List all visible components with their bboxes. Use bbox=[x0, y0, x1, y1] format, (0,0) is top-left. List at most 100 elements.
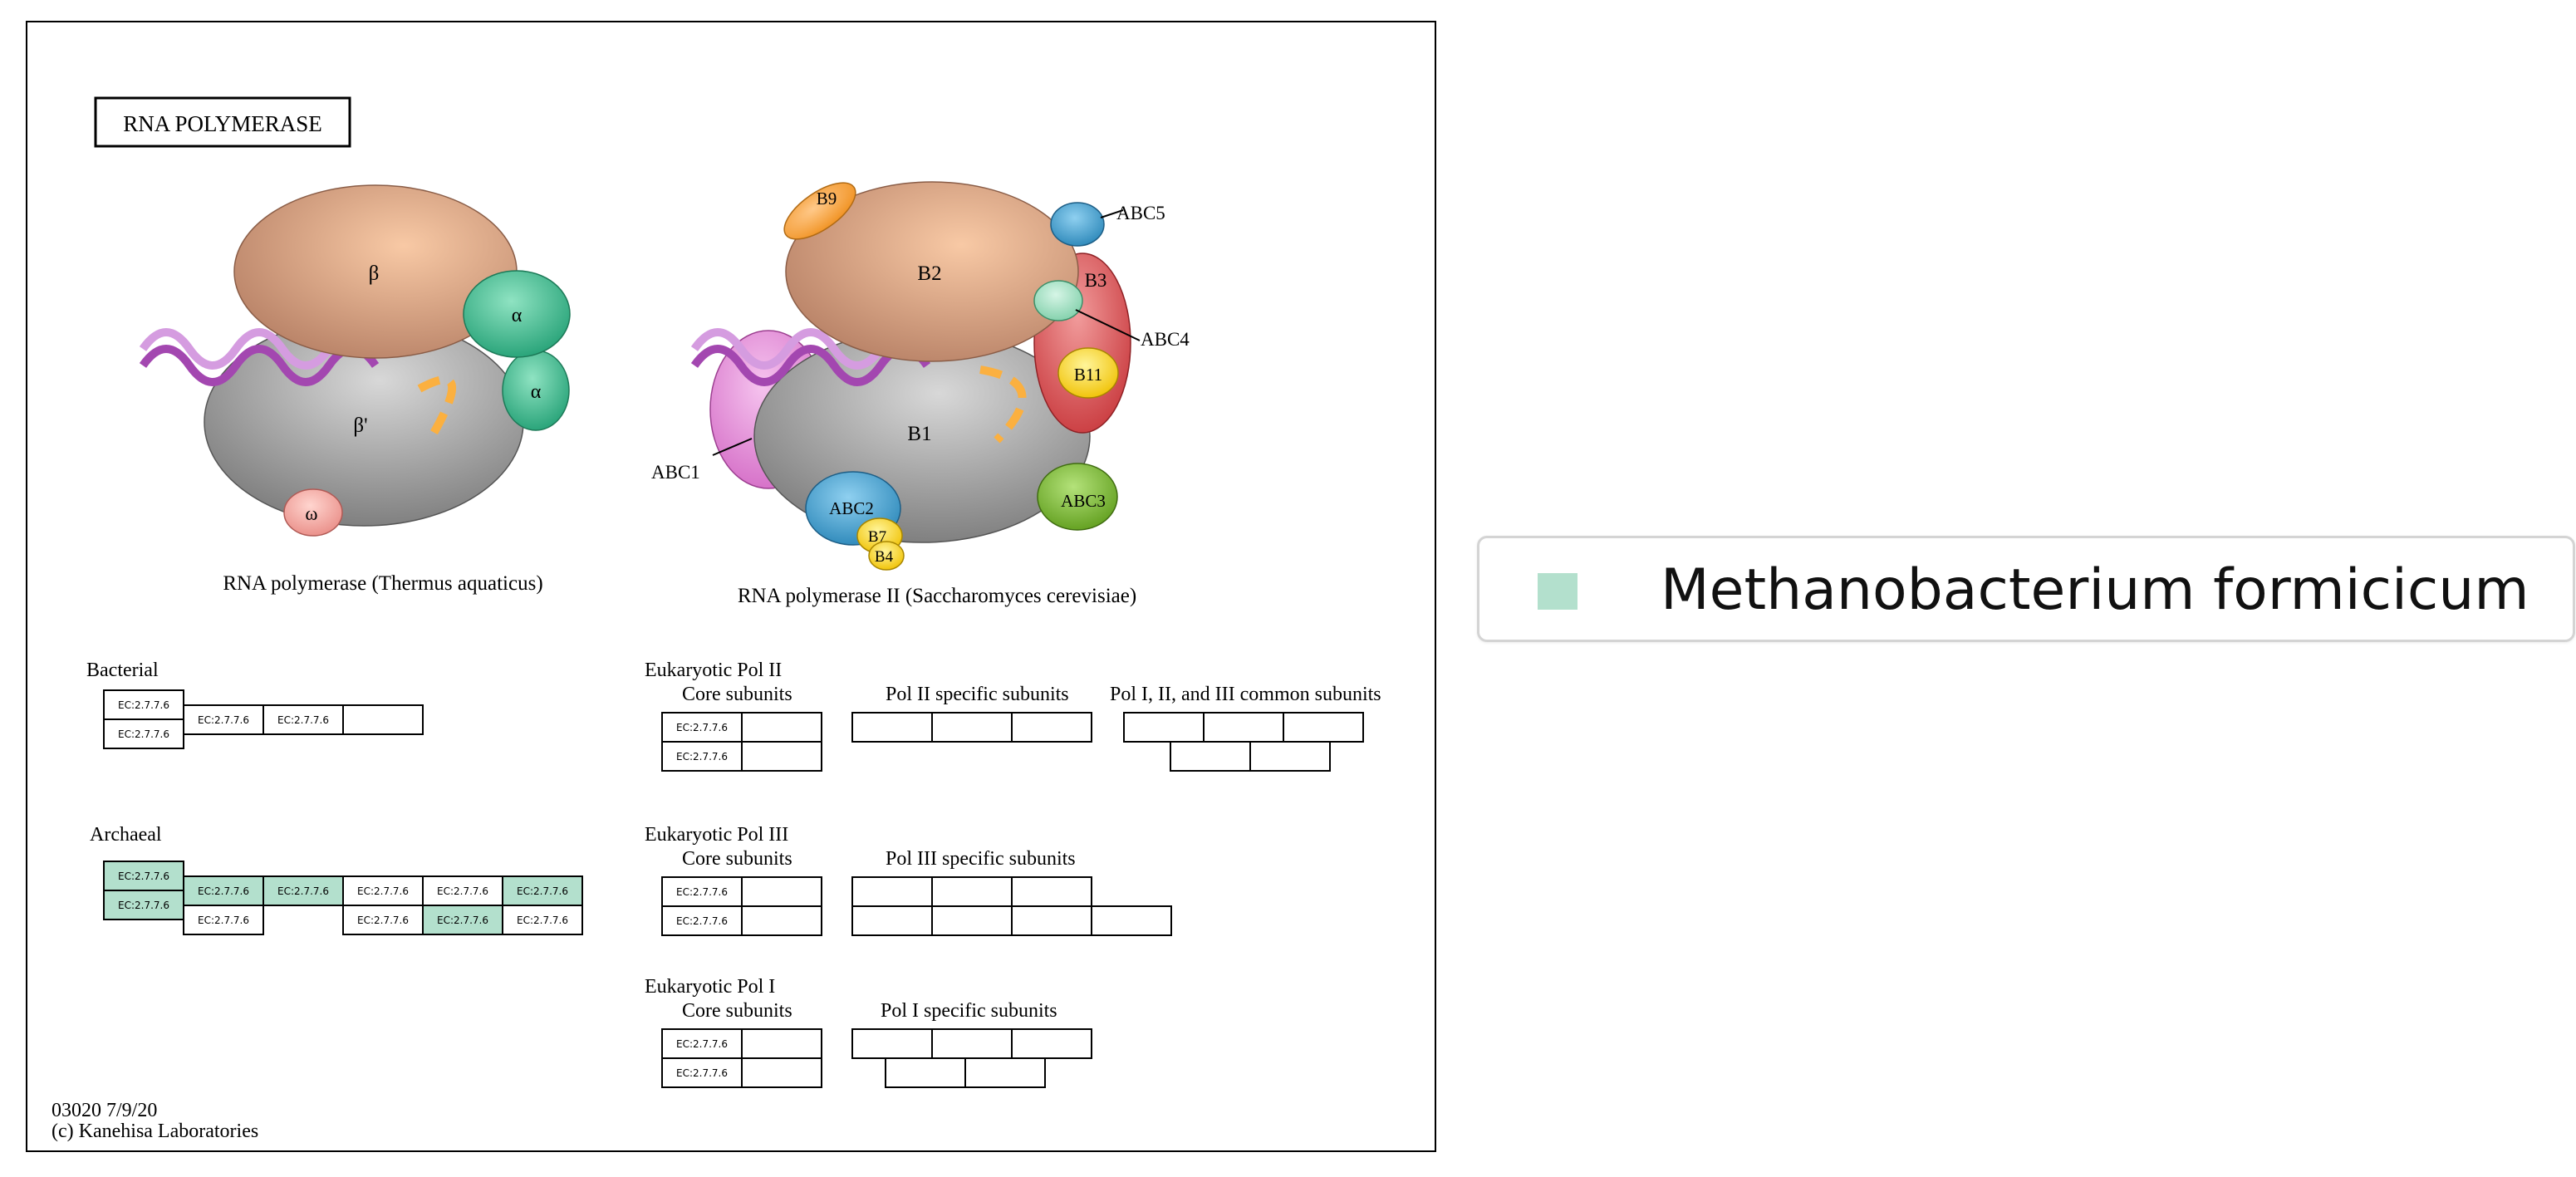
gene-box-empty[interactable] bbox=[931, 712, 1013, 743]
bacterial-box-group: EC:2.7.7.6 EC:2.7.7.6 EC:2.7.7.6 EC:2.7.… bbox=[103, 689, 424, 749]
gene-box[interactable] bbox=[661, 741, 743, 772]
gene-box-empty[interactable] bbox=[931, 1028, 1013, 1059]
ec-label: EC:2.7.7.6 bbox=[517, 885, 568, 897]
pol2-box-group: EC:2.7.7.6 EC:2.7.7.6 bbox=[661, 712, 1364, 772]
b2-subunit bbox=[785, 181, 1079, 362]
gene-box-empty[interactable] bbox=[1203, 712, 1284, 743]
gene-box-empty[interactable] bbox=[741, 905, 822, 936]
gene-box-empty[interactable] bbox=[1170, 741, 1251, 772]
gene-box[interactable] bbox=[183, 704, 264, 735]
b9-label: B9 bbox=[817, 189, 837, 208]
b7-label: B7 bbox=[868, 528, 886, 546]
gene-box-highlighted[interactable] bbox=[103, 861, 184, 891]
gene-box-empty[interactable] bbox=[741, 741, 822, 772]
pol2-specific-heading: Pol II specific subunits bbox=[886, 684, 1069, 705]
gene-box-empty[interactable] bbox=[741, 1057, 822, 1088]
gene-box-empty[interactable] bbox=[741, 1028, 822, 1059]
ec-label: EC:2.7.7.6 bbox=[357, 885, 409, 897]
ec-label: EC:2.7.7.6 bbox=[517, 915, 568, 926]
beta-prime-label: β' bbox=[353, 414, 367, 437]
gene-box-empty[interactable] bbox=[1123, 712, 1205, 743]
abc4-label: ABC4 bbox=[1141, 329, 1190, 350]
gene-box-empty[interactable] bbox=[1011, 712, 1092, 743]
ec-label: EC:2.7.7.6 bbox=[676, 751, 728, 763]
ec-label: EC:2.7.7.6 bbox=[198, 885, 249, 897]
dna-strand bbox=[139, 345, 380, 386]
gene-box-empty[interactable] bbox=[1011, 876, 1092, 907]
b9-subunit bbox=[783, 182, 856, 240]
gene-box-empty[interactable] bbox=[851, 905, 933, 936]
omega-label: ω bbox=[305, 503, 317, 524]
gene-box[interactable] bbox=[661, 905, 743, 936]
gene-box-empty[interactable] bbox=[1091, 905, 1172, 936]
gene-box-empty[interactable] bbox=[931, 905, 1013, 936]
bacterial-caption: RNA polymerase (Thermus aquaticus) bbox=[223, 572, 542, 595]
map-title-box: RNA POLYMERASE bbox=[94, 96, 351, 148]
alpha2-label: α bbox=[531, 381, 542, 403]
gene-box-highlighted[interactable] bbox=[502, 875, 583, 906]
ec-label: EC:2.7.7.6 bbox=[118, 900, 169, 911]
map-id-date: 03020 7/9/20 bbox=[52, 1100, 158, 1121]
ec-label: EC:2.7.7.6 bbox=[198, 714, 249, 726]
gene-box-empty[interactable] bbox=[1011, 1028, 1092, 1059]
abc5-subunit bbox=[1050, 202, 1105, 247]
b4-subunit bbox=[868, 541, 905, 571]
gene-box-empty[interactable] bbox=[851, 712, 933, 743]
gene-box-empty[interactable] bbox=[1249, 741, 1331, 772]
bacterial-rnap-illustration: β β' α α ω RNA polymerase (Thermus aquat… bbox=[139, 184, 571, 595]
gene-box[interactable] bbox=[103, 718, 184, 749]
ec-label: EC:2.7.7.6 bbox=[198, 915, 249, 926]
gene-box-empty[interactable] bbox=[741, 712, 822, 743]
pol1-box-group: EC:2.7.7.6 EC:2.7.7.6 bbox=[661, 1028, 1092, 1088]
ec-label: EC:2.7.7.6 bbox=[357, 915, 409, 926]
pol2-core-heading: Core subunits bbox=[682, 684, 792, 705]
pol3-specific-heading: Pol III specific subunits bbox=[886, 848, 1076, 870]
ec-label: EC:2.7.7.6 bbox=[437, 885, 488, 897]
organism-legend: Methanobacterium formicicum bbox=[1477, 536, 2575, 642]
archaeal-box-group: EC:2.7.7.6 EC:2.7.7.6 EC:2.7.7.6 EC:2.7.… bbox=[103, 861, 583, 935]
ec-label: EC:2.7.7.6 bbox=[676, 1038, 728, 1050]
gene-box-empty[interactable] bbox=[1011, 905, 1092, 936]
copyright: (c) Kanehisa Laboratories bbox=[52, 1121, 259, 1142]
abc1-label: ABC1 bbox=[651, 462, 700, 483]
abc3-subunit bbox=[1037, 463, 1118, 531]
pol1-heading: Eukaryotic Pol I bbox=[645, 976, 775, 998]
gene-box[interactable] bbox=[263, 704, 344, 735]
ec-label: EC:2.7.7.6 bbox=[277, 885, 329, 897]
ec-label: EC:2.7.7.6 bbox=[676, 915, 728, 927]
b3-label: B3 bbox=[1085, 270, 1107, 291]
ec-label: EC:2.7.7.6 bbox=[676, 1067, 728, 1079]
gene-box-empty[interactable] bbox=[851, 1028, 933, 1059]
gene-box-highlighted[interactable] bbox=[422, 905, 503, 935]
gene-box[interactable] bbox=[661, 1057, 743, 1088]
abc4-leader bbox=[1075, 309, 1141, 341]
ec-label: EC:2.7.7.6 bbox=[437, 915, 488, 926]
b11-subunit bbox=[1057, 347, 1119, 399]
gene-box-empty[interactable] bbox=[885, 1057, 966, 1088]
pathway-map-frame bbox=[26, 21, 1436, 1152]
b4-label: B4 bbox=[875, 548, 894, 566]
gene-box[interactable] bbox=[502, 905, 583, 935]
pol2-dna-strand bbox=[690, 345, 931, 386]
ec-label: EC:2.7.7.6 bbox=[118, 699, 169, 711]
gene-box[interactable] bbox=[183, 905, 264, 935]
pol1-core-heading: Core subunits bbox=[682, 1000, 792, 1022]
gene-box-highlighted[interactable] bbox=[263, 875, 344, 906]
gene-box-grid[interactable]: EC:2.7.7.6 EC:2.7.7.6 EC:2.7.7.6 EC:2.7.… bbox=[103, 689, 1364, 1088]
gene-box-empty[interactable] bbox=[1283, 712, 1364, 743]
ec-label: EC:2.7.7.6 bbox=[277, 714, 329, 726]
pol2-rna-transcript bbox=[979, 365, 1027, 444]
gene-box-empty[interactable] bbox=[851, 876, 933, 907]
bacterial-heading: Bacterial bbox=[86, 660, 159, 681]
gene-box-empty[interactable] bbox=[964, 1057, 1046, 1088]
abc5-label: ABC5 bbox=[1116, 203, 1165, 223]
gene-box-empty[interactable] bbox=[342, 704, 424, 735]
gene-box-highlighted[interactable] bbox=[103, 890, 184, 920]
legend-organism-label: Methanobacterium formicicum bbox=[1661, 557, 2529, 623]
gene-box-empty[interactable] bbox=[741, 876, 822, 907]
gene-box-empty[interactable] bbox=[931, 876, 1013, 907]
gene-box[interactable] bbox=[342, 875, 424, 906]
alpha-subunit-1 bbox=[463, 270, 571, 358]
alpha1-label: α bbox=[512, 305, 523, 326]
